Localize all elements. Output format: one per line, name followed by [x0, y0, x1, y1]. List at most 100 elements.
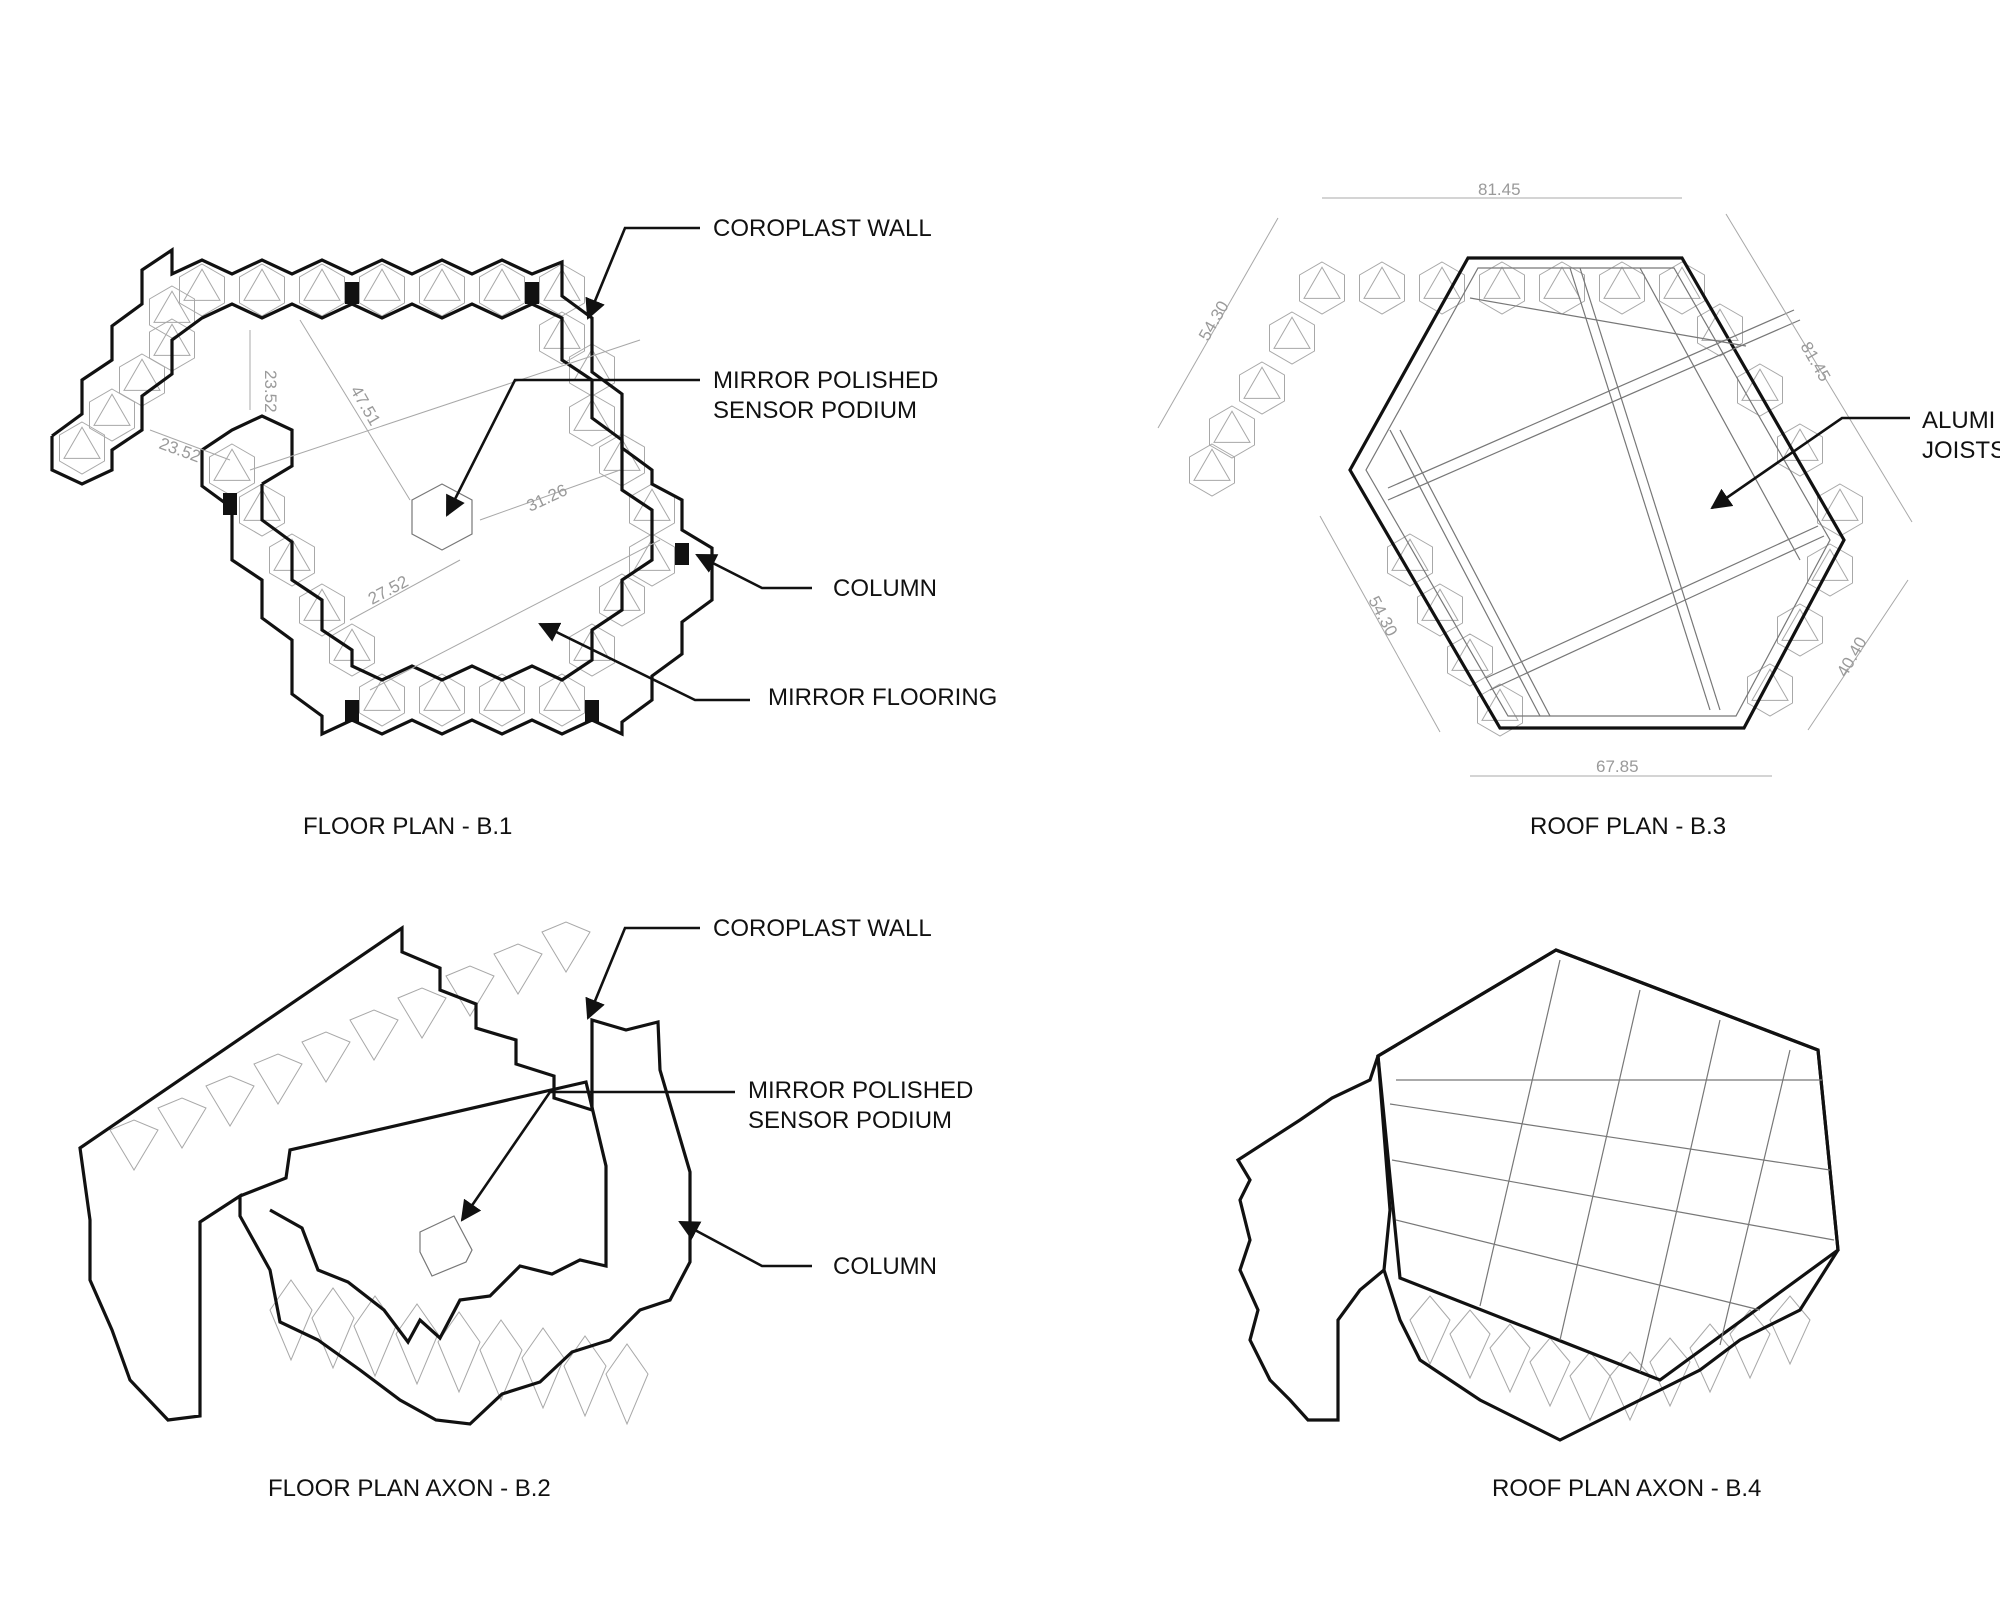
roof-hex-module [1477, 683, 1523, 737]
label-column: COLUMN [833, 575, 937, 602]
roof-hex-module [1239, 361, 1285, 415]
dim-label: 27.52 [365, 572, 411, 609]
axon-wall-facet [445, 965, 495, 1017]
roof-hex-module [1387, 533, 1433, 587]
axon-roof-joists [1389, 959, 1835, 1373]
wall-hex-module [269, 533, 315, 587]
wall-hex-module-facet [213, 448, 251, 481]
wall-hex-module [629, 533, 675, 587]
label-joists-line2: JOISTS [1922, 437, 2000, 464]
dim-label: 54.30 [1195, 298, 1233, 344]
wall-hex-module-facet [63, 426, 101, 459]
roof-hex-module [1269, 311, 1315, 365]
roof-inner-outline [1365, 267, 1831, 717]
roof-hex-module-facet [1481, 688, 1519, 721]
aluminum-joists [1387, 267, 1825, 717]
wall-hex-module-facet [183, 268, 221, 301]
roof-hex-modules [1189, 261, 1863, 737]
dimension-lines [1157, 197, 1913, 777]
column-marker [345, 282, 359, 304]
coroplast-wall-hex-modules [59, 263, 675, 727]
wall-hex-module [359, 263, 405, 317]
roof-hex-module-facet [1243, 366, 1281, 399]
axon-wall-facet [109, 1119, 159, 1171]
roof-hex-module [1777, 603, 1823, 657]
leader-column [678, 1220, 812, 1268]
floor-plan-b1: 23.52 23.52 47.51 31.26 27.52 COROPLAST … [50, 215, 997, 840]
wall-hex-module-facet [363, 678, 401, 711]
roof-hex-module-facet [1303, 266, 1341, 299]
dim-label: 54.30 [1364, 593, 1401, 639]
caption-floor-plan: FLOOR PLAN - B.1 [303, 813, 512, 840]
dim-label: 23.52 [157, 434, 203, 466]
axon-wall-facet [349, 1009, 399, 1061]
leader-sensor-podium [445, 378, 700, 517]
roof-plan-axon-b4: ROOF PLAN AXON - B.4 [1235, 948, 1840, 1502]
dim-label: 40.40 [1833, 634, 1871, 680]
label-sensor-podium-line1: MIRROR POLISHED [713, 367, 938, 394]
wall-hex-module [59, 421, 105, 475]
wall-hex-module-facet [423, 268, 461, 301]
wall-hex-module [149, 285, 195, 339]
wall-hex-module [89, 388, 135, 442]
axon-wall-facet [253, 1053, 303, 1105]
floor-plan-inner-outline [50, 302, 654, 682]
roof-hex-module [1697, 303, 1743, 357]
roof-hex-module [1539, 261, 1585, 315]
wall-hex-module-facet [573, 398, 611, 431]
axon-wall-facet [301, 1031, 351, 1083]
roof-hex-module [1209, 405, 1255, 459]
wall-hex-module-facet [423, 678, 461, 711]
roof-hex-module [1747, 663, 1793, 717]
axon-inner-edge [239, 1080, 608, 1345]
wall-hex-module [479, 263, 525, 317]
axon-roof-facet [1529, 1337, 1571, 1408]
floor-plan-axon-b2: COROPLAST WALL MIRROR POLISHED SENSOR PO… [78, 915, 973, 1502]
roof-hex-module-facet [1273, 316, 1311, 349]
leader-joists [1710, 416, 1910, 510]
axon-wall-facet [521, 1327, 565, 1410]
roof-hex-module-facet [1663, 266, 1701, 299]
axon-wall-facet [605, 1343, 649, 1426]
roof-hex-module-facet [1421, 588, 1459, 621]
wall-hex-module [359, 673, 405, 727]
roof-hex-module-facet [1193, 448, 1231, 481]
axon-roof-facet [1569, 1351, 1611, 1422]
leader-mirror-flooring [538, 622, 750, 702]
floor-plan-outline [51, 247, 714, 737]
axon-roof-facet [1409, 1295, 1451, 1366]
wall-hex-module [599, 573, 645, 627]
column-marker [585, 700, 599, 722]
axon-wall-facets [109, 921, 649, 1426]
column-marker [345, 700, 359, 722]
label-mirror-flooring: MIRROR FLOORING [768, 684, 997, 711]
wall-hex-module-facet [543, 268, 581, 301]
axon-wall-facet [353, 1295, 397, 1378]
leader-column [695, 553, 812, 590]
roof-hex-module [1479, 261, 1525, 315]
roof-hex-module-facet [1213, 410, 1251, 443]
dim-label: 31.26 [524, 480, 571, 515]
axon-roof-facet [1489, 1323, 1531, 1394]
axon-wall-facet [269, 1279, 313, 1362]
caption-roof-plan: ROOF PLAN - B.3 [1530, 813, 1726, 840]
wall-hex-module [299, 583, 345, 637]
wall-hex-module-facet [243, 268, 281, 301]
roof-hex-module-facet [1423, 266, 1461, 299]
roof-hex-module [1817, 483, 1863, 537]
wall-hex-module [209, 443, 255, 497]
roof-hex-module-facet [1811, 548, 1849, 581]
roof-hex-module-facet [1391, 538, 1429, 571]
wall-hex-module [239, 263, 285, 317]
roof-hex-module [1447, 633, 1493, 687]
dim-label: 81.45 [1797, 339, 1835, 385]
label-sensor-podium-line2: SENSOR PODIUM [713, 397, 917, 424]
label-sensor-podium-line1: MIRROR POLISHED [748, 1077, 973, 1104]
axon-roof-outline [1376, 948, 1840, 1442]
axon-wall-facet [395, 1303, 439, 1386]
roof-hex-module [1737, 363, 1783, 417]
roof-outline [1348, 256, 1846, 730]
axon-roof-facets [1409, 1295, 1811, 1422]
roof-plan-b3: 81.45 54.30 81.45 54.30 40.40 67.85 ALUM… [1157, 180, 2000, 840]
leader-coroplast-wall [585, 926, 700, 1020]
